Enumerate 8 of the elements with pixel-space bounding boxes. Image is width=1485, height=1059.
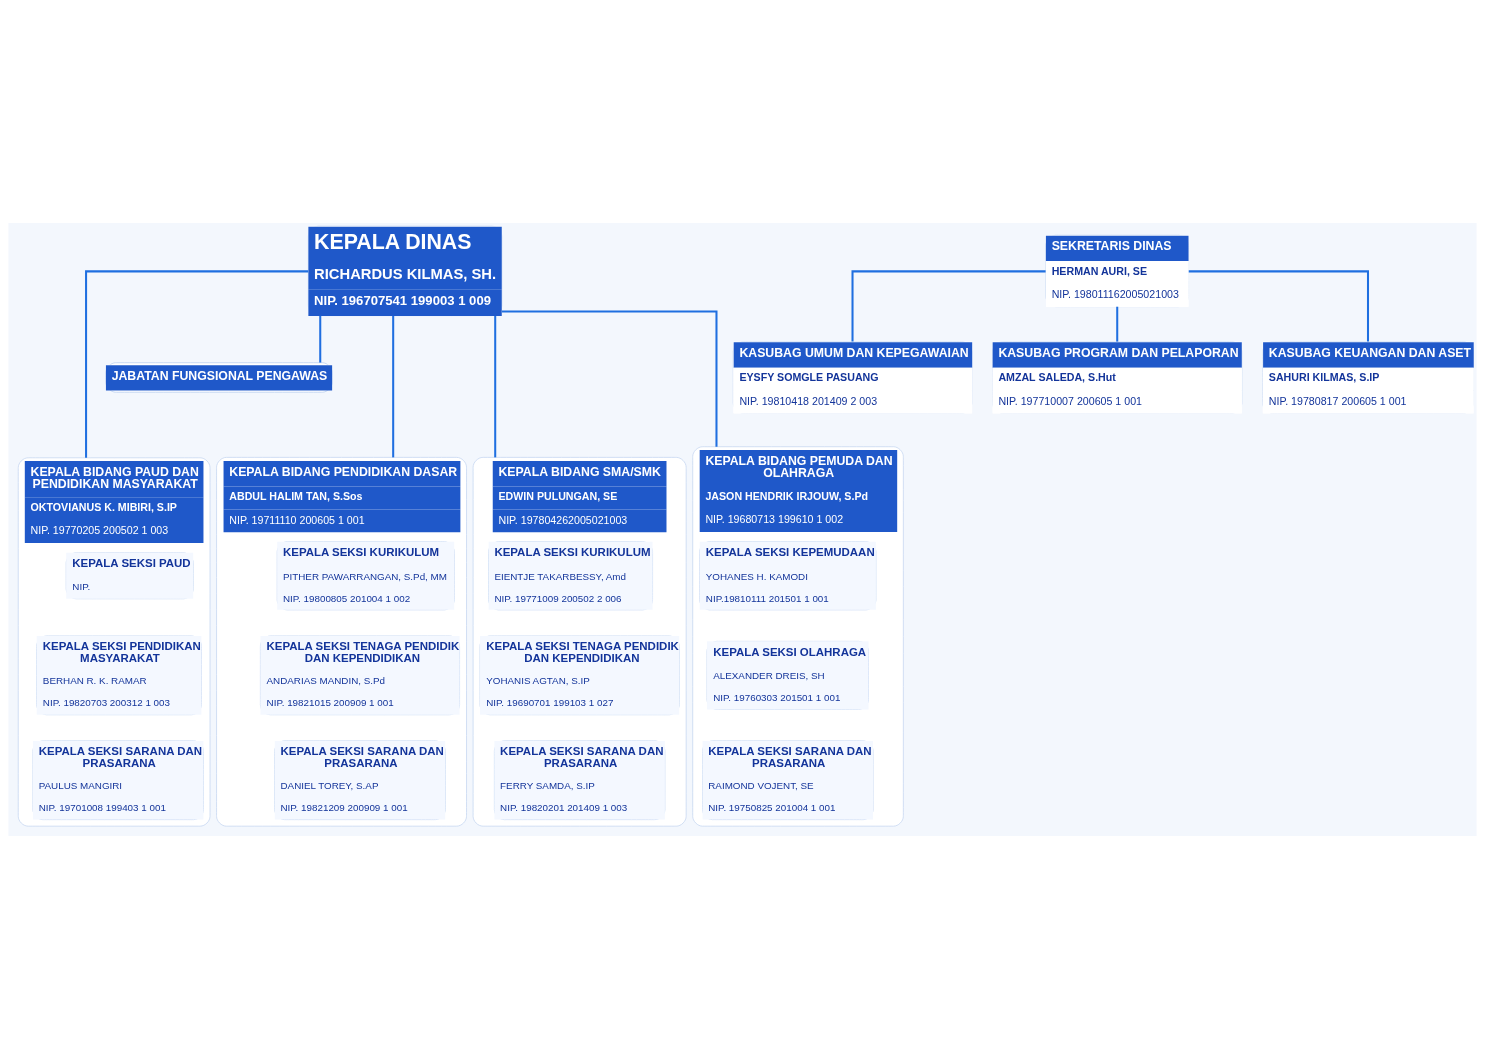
connector xyxy=(1188,270,1370,342)
connector xyxy=(319,315,322,363)
connector xyxy=(494,315,497,458)
connector xyxy=(851,270,1046,342)
connector xyxy=(392,315,395,458)
connector xyxy=(501,310,718,447)
connector xyxy=(1116,306,1119,342)
connector xyxy=(85,270,309,458)
